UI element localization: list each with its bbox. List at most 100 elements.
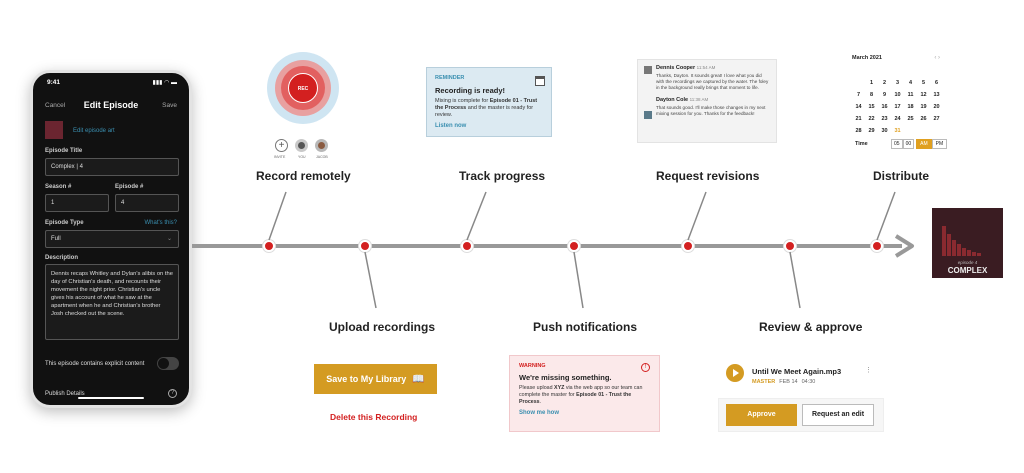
listen-now-link[interactable]: Listen now [435, 123, 467, 129]
calendar-day [904, 125, 917, 137]
screen-title: Edit Episode [83, 100, 139, 110]
explicit-toggle[interactable] [157, 357, 179, 370]
calendar-nav-icon[interactable]: ‹ › [934, 55, 940, 61]
calendar-day[interactable]: 10 [894, 92, 901, 98]
track-duration: 04:30 [801, 379, 816, 385]
cancel-button[interactable]: Cancel [45, 102, 66, 109]
calendar-day[interactable]: 3 [895, 80, 900, 86]
calendar-icon [535, 76, 545, 86]
episode-type-value: Full [51, 236, 61, 242]
calendar-day[interactable]: 6 [934, 80, 939, 86]
calendar-day [917, 125, 930, 137]
track-meta: MASTER FEB 14 04:30 [752, 379, 815, 385]
track-filename: Until We Meet Again.mp3 [752, 367, 842, 376]
home-indicator [78, 397, 144, 399]
edit-art-link[interactable]: Edit episode art [73, 128, 115, 134]
alert-icon: ! [641, 363, 650, 372]
calendar-day[interactable]: 1 [869, 80, 874, 86]
calendar-day[interactable]: 2 [882, 80, 887, 86]
book-icon: 📖 [412, 373, 425, 385]
calendar-day[interactable]: 5 [921, 80, 926, 86]
reminder-body: Mixing is complete for Episode 01 - Trus… [435, 98, 538, 118]
pm-toggle[interactable]: PM [931, 139, 948, 149]
calendar-day[interactable]: 23 [881, 116, 888, 122]
episode-title-input[interactable]: Complex | 4 [45, 158, 179, 176]
reminder-title: Recording is ready! [435, 86, 506, 95]
calendar-day[interactable]: 11 [907, 92, 914, 98]
calendar-day[interactable]: 8 [869, 92, 874, 98]
publish-details-label[interactable]: Publish Details [45, 391, 85, 397]
am-toggle[interactable]: AM [916, 139, 932, 149]
play-button[interactable] [726, 364, 744, 382]
description-label: Description [45, 255, 79, 261]
invite-plus-icon[interactable]: + [275, 139, 288, 152]
approve-button[interactable]: Approve [726, 404, 797, 426]
calendar-day[interactable]: 17 [894, 104, 901, 110]
calendar-day[interactable]: 29 [868, 128, 875, 134]
calendar-day[interactable]: 21 [855, 116, 862, 122]
episode-type-select[interactable]: Full ⌄ [45, 230, 179, 248]
step-label-review: Review & approve [759, 320, 863, 334]
step-dot-push [568, 240, 580, 252]
whats-this-link[interactable]: What's this? [144, 220, 178, 226]
season-input[interactable]: 1 [45, 194, 109, 212]
episode-number-input[interactable]: 4 [115, 194, 179, 212]
calendar-day[interactable]: 12 [920, 92, 927, 98]
avatar-dennis [644, 66, 652, 74]
calendar-day[interactable]: 26 [920, 116, 927, 122]
calendar-day[interactable]: 31 [894, 128, 901, 134]
calendar-day[interactable]: 9 [882, 92, 887, 98]
timeline-arrow-icon [894, 234, 914, 258]
calendar-day[interactable]: 27 [933, 116, 940, 122]
calendar-day[interactable]: 13 [933, 92, 940, 98]
save-to-library-label: Save to My Library [326, 374, 407, 384]
save-to-library-button[interactable]: Save to My Library 📖 [314, 364, 437, 394]
calendar-day[interactable]: 24 [894, 116, 901, 122]
minute-field[interactable]: 00 [902, 139, 915, 149]
description-textarea[interactable]: Dennis recaps Whitley and Dylan's alibis… [45, 264, 179, 340]
avatar-label-invite: INVITE [274, 155, 286, 159]
calendar-day[interactable]: 28 [855, 128, 862, 134]
delete-recording-link[interactable]: Delete this Recording [330, 412, 418, 422]
avatar-you [295, 139, 308, 152]
revision-chat-card: Dennis Cooper 11:54 AM Thanks, Dayton. I… [637, 59, 777, 143]
calendar-day[interactable]: 4 [908, 80, 913, 86]
avatar-jacob [315, 139, 328, 152]
msg1-author: Dennis Cooper [656, 65, 696, 71]
calendar-day[interactable]: 30 [881, 128, 888, 134]
hour-field[interactable]: 05 [891, 139, 903, 149]
calendar-day [878, 65, 891, 77]
master-badge: MASTER [752, 379, 776, 385]
more-options-icon[interactable]: ⋮ [865, 367, 872, 374]
calendar-week-row: 7 8 9 10 11 12 13 [852, 89, 944, 101]
calendar-day[interactable]: 14 [855, 104, 862, 110]
step-label-revisions: Request revisions [656, 169, 760, 183]
help-icon[interactable]: ? [168, 389, 177, 398]
calendar-day[interactable]: 7 [856, 92, 861, 98]
msg1-time: 11:54 AM [696, 65, 716, 70]
calendar-day[interactable]: 25 [907, 116, 914, 122]
album-art: episode 4 COMPLEX [932, 208, 1003, 278]
calendar-day[interactable]: 16 [881, 104, 888, 110]
calendar-day[interactable]: 22 [868, 116, 875, 122]
request-edit-button[interactable]: Request an edit [802, 404, 874, 426]
show-me-how-link[interactable]: Show me how [519, 410, 560, 416]
episode-title-label: Episode Title [45, 148, 83, 154]
calendar-day[interactable]: 20 [933, 104, 940, 110]
avatar-dayton [644, 111, 652, 119]
record-button[interactable]: REC [288, 73, 318, 103]
step-label-record: Record remotely [256, 169, 351, 183]
calendar-day[interactable]: 18 [907, 104, 914, 110]
step-label-distribute: Distribute [873, 169, 930, 183]
save-button[interactable]: Save [162, 102, 177, 109]
record-pulse-ring: REC [267, 52, 339, 124]
timeline-line [192, 244, 902, 248]
calendar-day[interactable]: 15 [868, 104, 875, 110]
calendar-month: March 2021 [852, 55, 882, 61]
album-subtitle: episode 4 [957, 260, 978, 265]
calendar-week-row: 1 2 3 4 5 6 [852, 77, 944, 89]
msg2-author: Dayton Cole [656, 97, 689, 103]
warning-body: Please upload XYZ via the web app so our… [519, 385, 643, 405]
calendar-day[interactable]: 19 [920, 104, 927, 110]
